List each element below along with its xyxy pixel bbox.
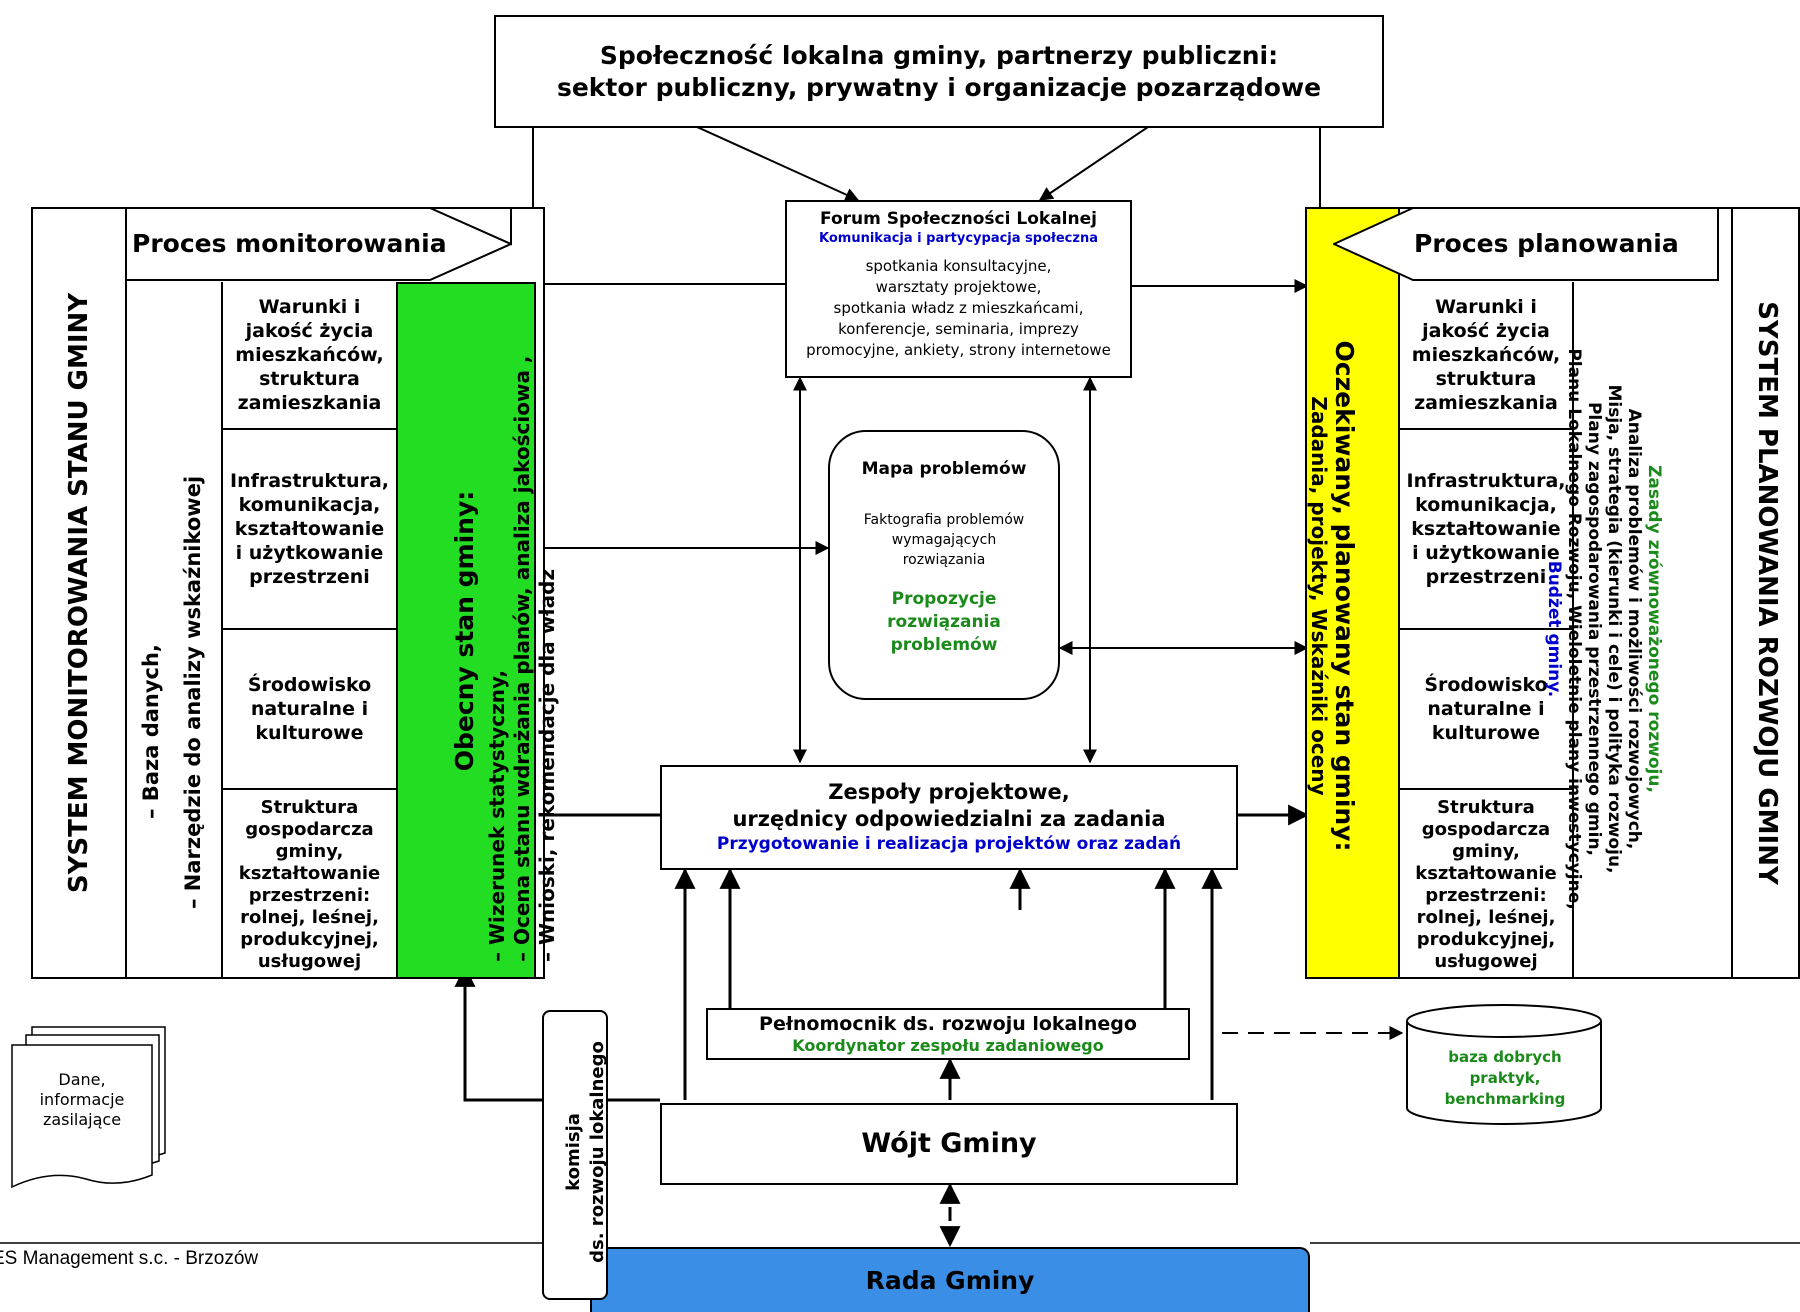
good-practices-line-3: benchmarking: [1444, 1089, 1566, 1108]
data-input-line-2: informacje: [39, 1090, 125, 1109]
planning-system-title: SYSTEM PLANOWANIA ROZWOJU GMINY: [1752, 301, 1782, 885]
monitoring-title-column: SYSTEM MONITOROWANIA STANU GMINY: [31, 207, 127, 979]
planning-area-economy: Struktura gospodarcza gminy, kształtowan…: [1400, 790, 1574, 979]
principles-budget: Budżet gminy.: [1544, 560, 1564, 698]
good-practices-label: baza dobrych praktyk, benchmarking: [1405, 1040, 1605, 1116]
current-state-title: Obecny stan gminy:: [450, 490, 479, 772]
monitoring-area-infrastructure: Infrastruktura, komunikacja, kształtowan…: [223, 430, 396, 630]
forum-title: Forum Społeczności Lokalnej: [820, 209, 1097, 229]
solutions-line-1: Propozycje: [891, 589, 997, 609]
planning-area-living: Warunki i jakość życia mieszkańców, stru…: [1400, 282, 1574, 430]
stakeholders-line-1: Społeczność lokalna gminy, partnerzy pub…: [599, 40, 1279, 70]
current-state-panel: Obecny stan gminy: – Wizerunek statystyc…: [396, 282, 559, 979]
solutions-line-2: rozwiązania: [887, 612, 1001, 632]
data-input-documents: [11, 1026, 166, 1189]
expected-state-subtitle: Zadania, projekty, Wskaźniki oceny: [1307, 396, 1331, 796]
current-state-item-2: – Ocena stanu wdrażania planów, analiza …: [510, 355, 534, 962]
commission-line-1: komisja: [563, 1113, 584, 1191]
forum-line-5: promocyjne, ankiety, strony internetowe: [806, 341, 1111, 359]
good-practices-line-2: praktyk,: [1469, 1068, 1541, 1087]
project-teams-box: Zespoły projektowe, urzędnicy odpowiedzi…: [660, 765, 1238, 870]
principles-line-2: Misja, strategia (kierunki i cele) i pol…: [1604, 384, 1624, 874]
plenipotentiary-box: Pełnomocnik ds. rozwoju lokalnego Koordy…: [706, 1008, 1190, 1060]
monitoring-tools-column: – Baza danych, – Narzędzie do analizy ws…: [125, 282, 223, 979]
forum-line-4: konferencje, seminaria, imprezy: [838, 320, 1079, 338]
monitoring-area-environment: Środowisko naturalne i kulturowe: [223, 630, 396, 790]
monitoring-area-economy: Struktura gospodarcza gminy, kształtowan…: [238, 796, 381, 972]
project-teams-line-1: Zespoły projektowe,: [828, 780, 1070, 804]
planning-process-arrow: [1333, 207, 1719, 281]
planning-area-environment: Środowisko naturalne i kulturowe: [1400, 630, 1574, 790]
data-input-label: Dane, informacje zasilające: [12, 1060, 152, 1140]
principles-line-1: Analiza problemów i możliwości rozwojowy…: [1624, 408, 1644, 850]
monitoring-process-arrow: [125, 207, 512, 281]
expected-state-panel: Oczekiwany, planowany stan gminy: Zadani…: [1305, 207, 1400, 979]
monitoring-tool-indicators: – Narzędzie do analizy wskaźnikowej: [181, 475, 205, 909]
problem-map-box: Mapa problemów Faktografia problemów wym…: [828, 430, 1060, 700]
forum-line-3: spotkania władz z mieszkańcami,: [833, 299, 1084, 317]
monitoring-process-label: Proces monitorowania: [132, 229, 447, 258]
solutions-line-3: problemów: [890, 635, 998, 655]
problem-map-desc-3: rozwiązania: [902, 552, 986, 568]
current-state-item-1: – Wizerunek statystyczny,: [485, 669, 509, 962]
forum-box: Forum Społeczności Lokalnej Komunikacja …: [785, 200, 1132, 378]
commission-line-2: ds. rozwoju lokalnego: [587, 1041, 608, 1263]
principles-line-4: Planu Lokalnego Rozwoju, Wieloletnie pla…: [1564, 348, 1584, 910]
project-teams-sub: Przygotowanie i realizacja projektów ora…: [716, 834, 1182, 854]
stakeholders-box: Społeczność lokalna gminy, partnerzy pub…: [494, 15, 1384, 128]
principles-line-3: Plany zagospodarowania przestrzennego gm…: [1584, 401, 1604, 857]
rada-label: Rada Gminy: [865, 1265, 1035, 1295]
rada-box: Rada Gminy: [590, 1247, 1310, 1312]
monitoring-area-living: Warunki i jakość życia mieszkańców, stru…: [223, 282, 396, 430]
plenipotentiary-title: Pełnomocnik ds. rozwoju lokalnego: [759, 1012, 1137, 1035]
planning-area-infrastructure: Infrastruktura, komunikacja, kształtowan…: [1400, 430, 1574, 630]
expected-state-title: Oczekiwany, planowany stan gminy:: [1330, 340, 1359, 852]
planning-process-label: Proces planowania: [1414, 229, 1679, 258]
wojt-label: Wójt Gminy: [861, 1128, 1037, 1159]
current-state-item-3: – Wnioski, rekomendacje dla władz: [535, 568, 559, 962]
principles-title: Zasady zrównoważonego rozwoju,: [1644, 465, 1664, 793]
problem-map-desc-2: wymagających: [891, 532, 997, 548]
commission-box: komisja ds. rozwoju lokalnego: [542, 1010, 608, 1300]
wojt-box: Wójt Gminy: [660, 1103, 1238, 1185]
planning-title-column: SYSTEM PLANOWANIA ROZWOJU GMINY: [1731, 207, 1800, 979]
good-practices-line-1: baza dobrych: [1448, 1047, 1562, 1066]
plenipotentiary-sub: Koordynator zespołu zadaniowego: [792, 1035, 1104, 1055]
problem-map-desc-1: Faktografia problemów: [863, 512, 1025, 528]
stakeholders-line-2: sektor publiczny, prywatny i organizacje…: [556, 72, 1322, 102]
good-practices-database-icon: [1406, 1004, 1602, 1125]
forum-subtitle: Komunikacja i partycypacja społeczna: [819, 231, 1098, 246]
planning-principles-column: Zasady zrównoważonego rozwoju, Analiza p…: [1544, 282, 1731, 979]
data-input-line-1: Dane,: [58, 1070, 106, 1089]
forum-line-2: warsztaty projektowe,: [875, 278, 1042, 296]
project-teams-line-2: urzędnicy odpowiedzialni za zadania: [732, 807, 1166, 831]
footer-credit: ES Management s.c. - Brzozów: [0, 1248, 259, 1269]
forum-line-1: spotkania konsultacyjne,: [865, 257, 1052, 275]
data-input-line-3: zasilające: [42, 1110, 122, 1129]
monitoring-tool-database: – Baza danych,: [139, 644, 163, 819]
monitoring-system-title: SYSTEM MONITOROWANIA STANU GMINY: [64, 292, 94, 894]
problem-map-title: Mapa problemów: [861, 459, 1027, 479]
